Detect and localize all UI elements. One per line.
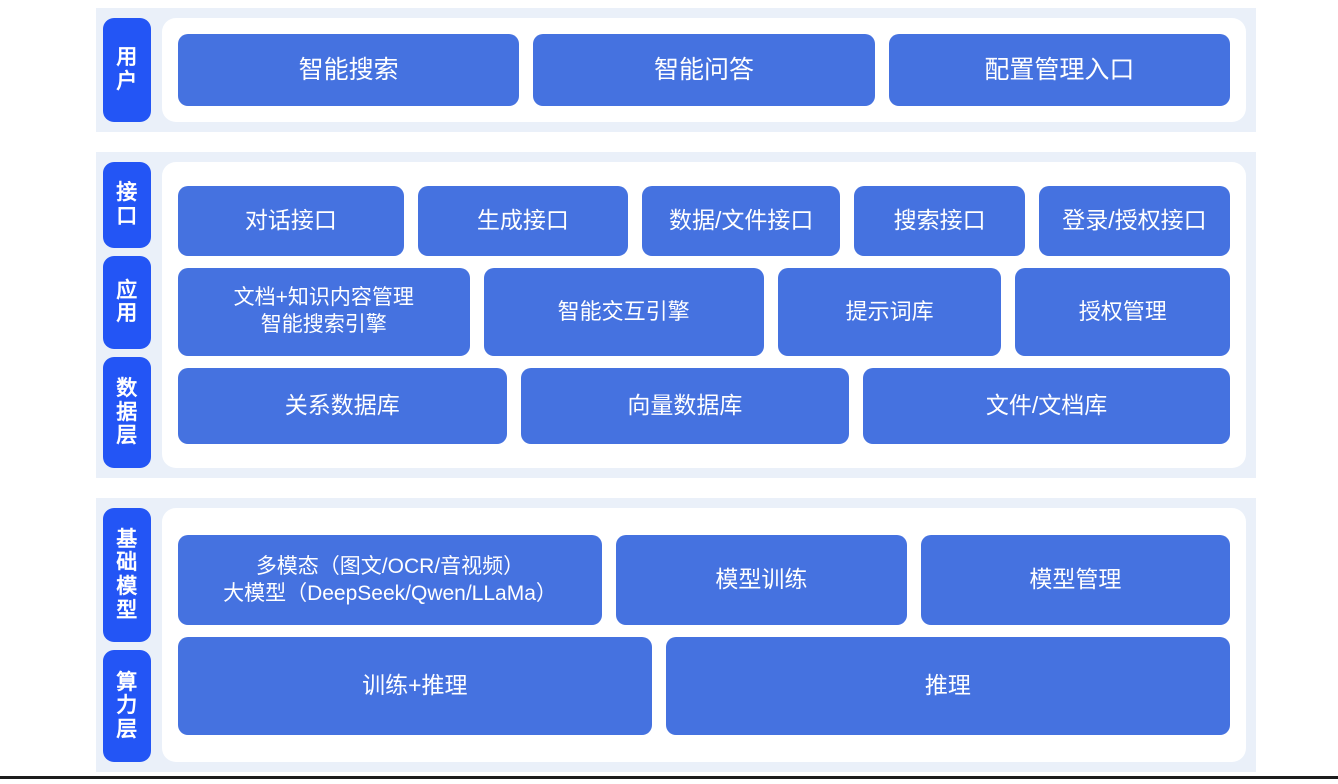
box-intelligent-qa[interactable]: 智能问答 <box>533 34 875 106</box>
user-layer-label: 用户 <box>103 18 151 122</box>
box-dialog-api[interactable]: 对话接口 <box>178 186 404 256</box>
middle-layers-band: 接口 应用 数据层 对话接口 生成接口 数据/文件接口 搜索接口 登录/授权接口… <box>96 152 1256 478</box>
box-authorization-management[interactable]: 授权管理 <box>1015 268 1230 356</box>
box-generation-api[interactable]: 生成接口 <box>417 186 629 256</box>
data-layer-label-text: 数据层 <box>116 377 138 448</box>
interface-row: 对话接口 生成接口 数据/文件接口 搜索接口 登录/授权接口 <box>178 186 1230 256</box>
box-data-file-api[interactable]: 数据/文件接口 <box>642 186 841 256</box>
user-entries-row: 智能搜索 智能问答 配置管理入口 <box>178 34 1230 106</box>
user-layer-panel: 智能搜索 智能问答 配置管理入口 <box>162 18 1246 122</box>
box-relational-database[interactable]: 关系数据库 <box>178 368 507 444</box>
middle-layers-rail: 接口 应用 数据层 <box>96 152 158 478</box>
box-vector-database[interactable]: 向量数据库 <box>520 368 850 444</box>
box-model-management[interactable]: 模型管理 <box>920 535 1231 625</box>
box-config-management-entry[interactable]: 配置管理入口 <box>888 34 1230 106</box>
compute-row: 训练+推理 推理 <box>178 637 1230 735</box>
box-model-training[interactable]: 模型训练 <box>615 535 907 625</box>
foundation-model-layer-label-text: 基础模型 <box>116 527 138 622</box>
middle-layers-panel: 对话接口 生成接口 数据/文件接口 搜索接口 登录/授权接口 文档+知识内容管理… <box>162 162 1246 468</box>
interface-layer-label: 接口 <box>103 162 151 248</box>
user-layer-label-text: 用户 <box>116 46 138 93</box>
box-document-knowledge-management[interactable]: 文档+知识内容管理 智能搜索引擎 <box>178 268 470 356</box>
compute-layer-label: 算力层 <box>103 650 151 762</box>
box-intelligent-search[interactable]: 智能搜索 <box>178 34 520 106</box>
foundation-layers-rail: 基础模型 算力层 <box>96 498 158 772</box>
box-training-plus-inference[interactable]: 训练+推理 <box>178 637 652 735</box>
box-prompt-library[interactable]: 提示词库 <box>777 268 1002 356</box>
bottom-divider <box>0 776 1338 779</box>
model-row: 多模态（图文/OCR/音视频） 大模型（DeepSeek/Qwen/LLaMa）… <box>178 535 1231 625</box>
box-file-document-store[interactable]: 文件/文档库 <box>863 368 1230 444</box>
user-layer-rail: 用户 <box>96 8 158 132</box>
box-multimodal-large-model[interactable]: 多模态（图文/OCR/音视频） 大模型（DeepSeek/Qwen/LLaMa） <box>178 535 602 625</box>
application-row: 文档+知识内容管理 智能搜索引擎 智能交互引擎 提示词库 授权管理 <box>178 268 1230 356</box>
application-layer-label: 应用 <box>103 255 151 350</box>
data-row: 关系数据库 向量数据库 文件/文档库 <box>178 368 1230 444</box>
interface-layer-label-text: 接口 <box>116 181 138 228</box>
user-layer-band: 用户 智能搜索 智能问答 配置管理入口 <box>96 8 1256 132</box>
foundation-layers-panel: 多模态（图文/OCR/音视频） 大模型（DeepSeek/Qwen/LLaMa）… <box>162 508 1246 762</box>
box-inference[interactable]: 推理 <box>665 637 1230 735</box>
box-search-api[interactable]: 搜索接口 <box>854 186 1025 256</box>
box-intelligent-interaction-engine[interactable]: 智能交互引擎 <box>483 268 764 356</box>
data-layer-label: 数据层 <box>103 357 151 468</box>
compute-layer-label-text: 算力层 <box>116 670 138 741</box>
box-login-auth-api[interactable]: 登录/授权接口 <box>1038 186 1230 256</box>
foundation-model-layer-label: 基础模型 <box>103 508 151 642</box>
application-layer-label-text: 应用 <box>116 278 138 326</box>
foundation-layers-band: 基础模型 算力层 多模态（图文/OCR/音视频） 大模型（DeepSeek/Qw… <box>96 498 1256 772</box>
